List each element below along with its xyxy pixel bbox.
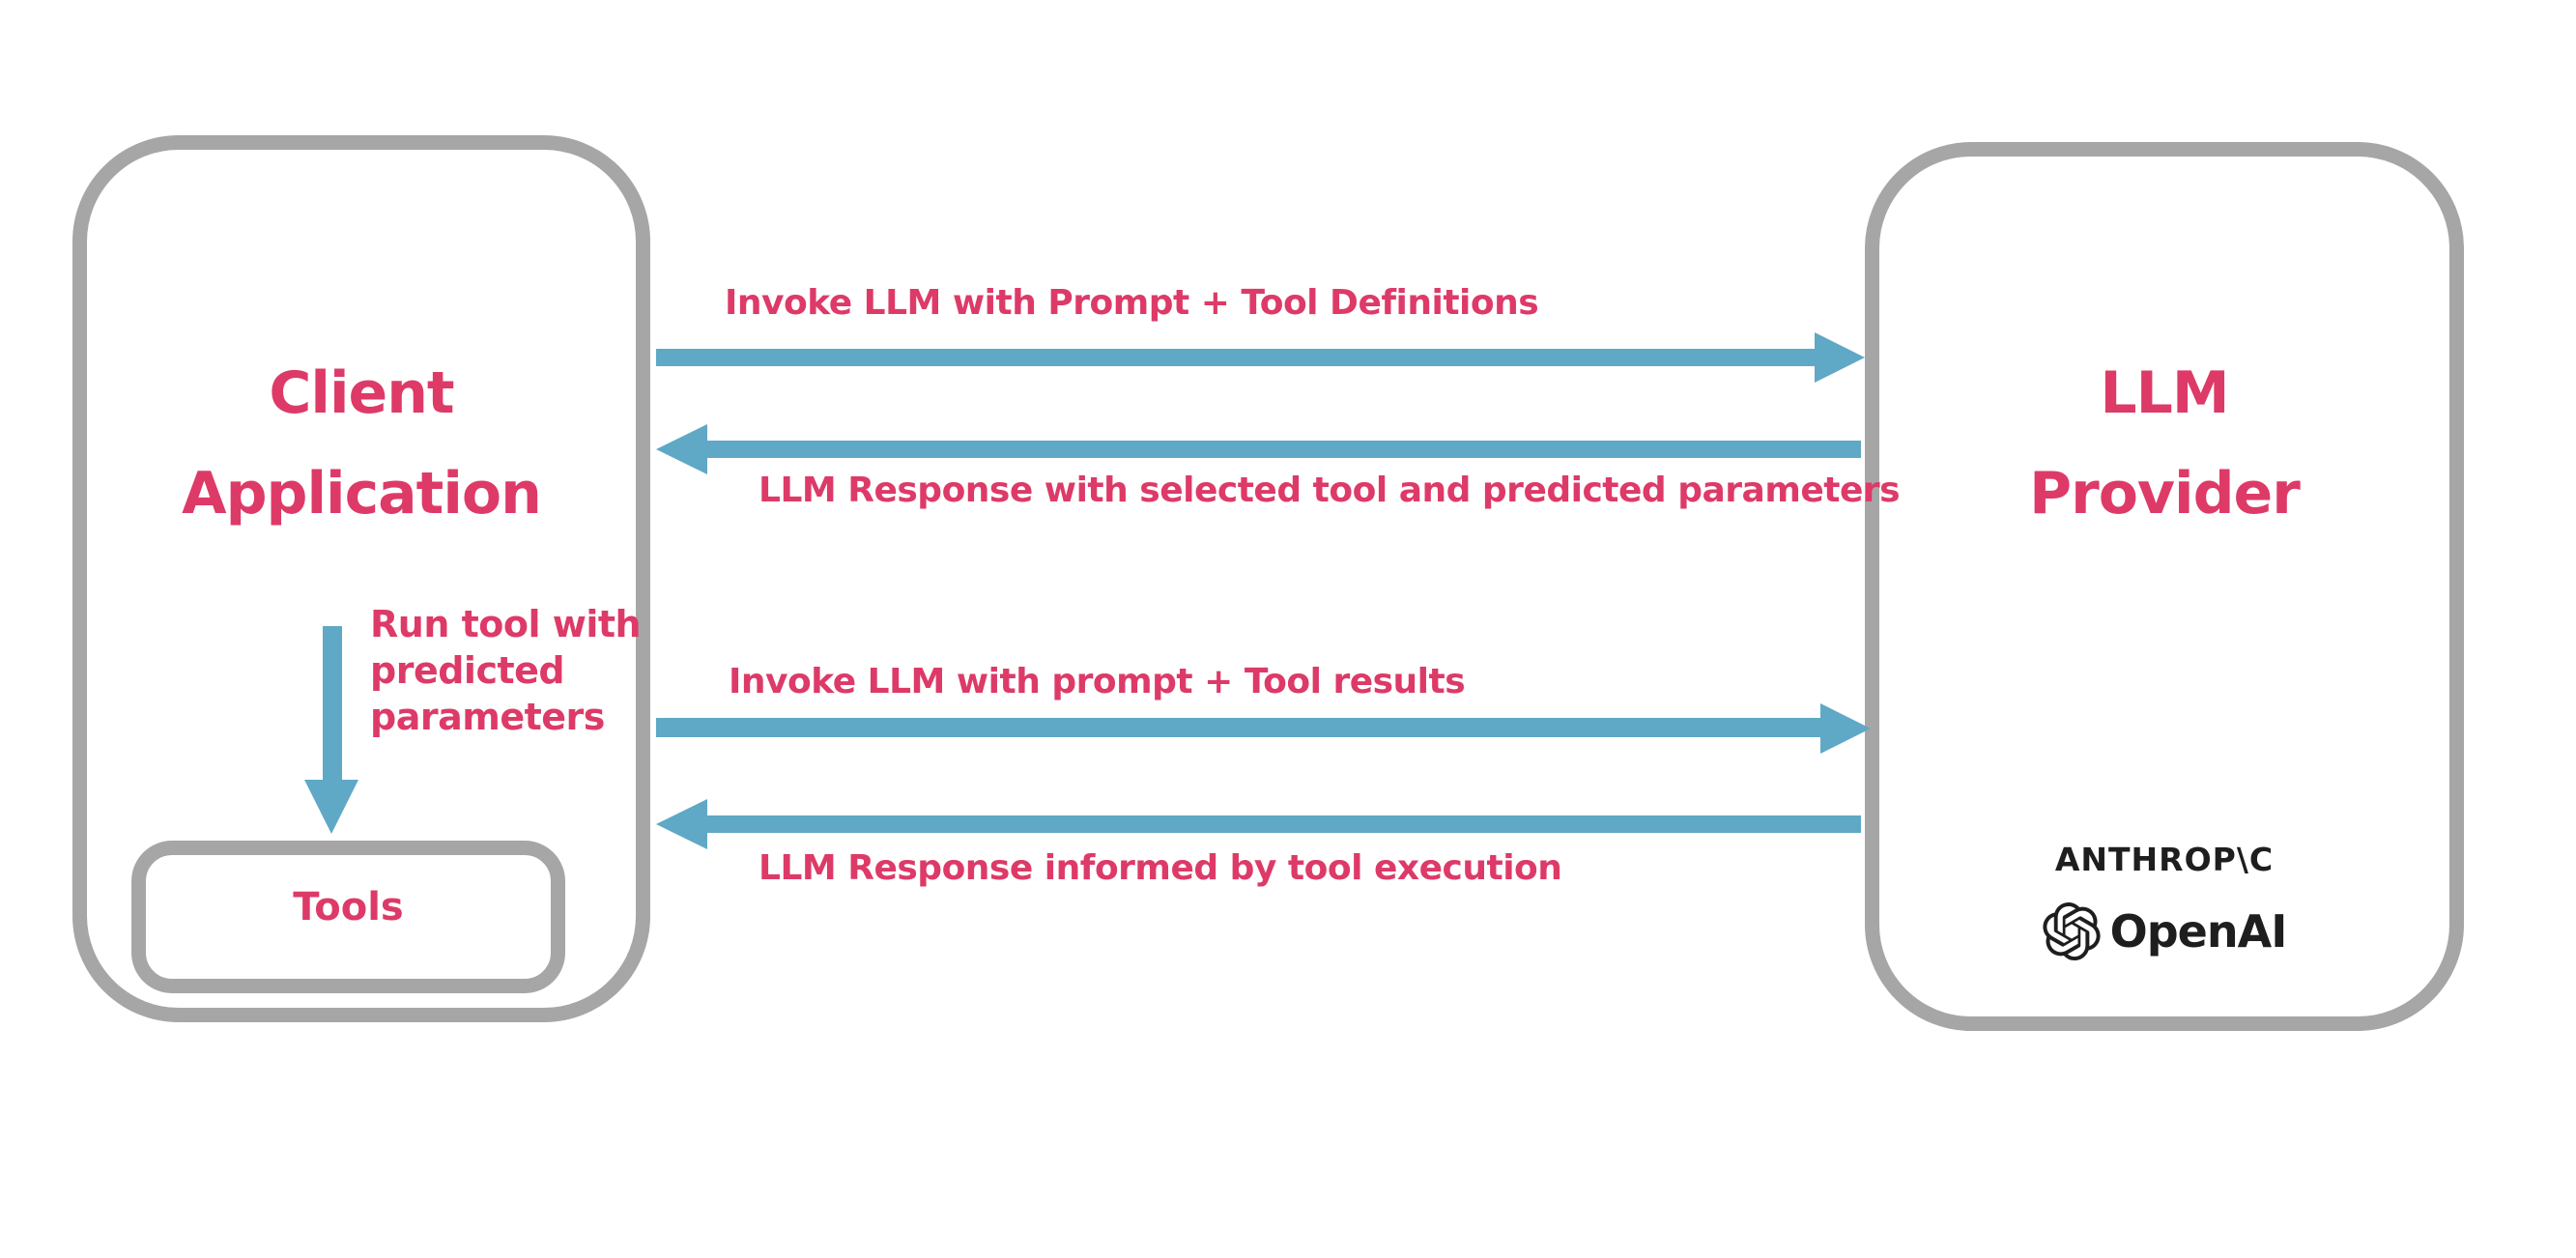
run-tool-arrow-shaft (323, 626, 342, 780)
llm-provider-box: LLM Provider ANTHROP\C OpenAI (1865, 142, 2464, 1031)
openai-wordmark: OpenAI (2109, 905, 2288, 958)
openai-logo-icon (2043, 902, 2101, 960)
client-box-title: Client Application (87, 343, 636, 544)
arrow-label-response-selected: LLM Response with selected tool and pred… (758, 471, 1901, 510)
run-tool-arrow-head-icon (304, 780, 358, 834)
run-tool-label-line-1: Run tool with (370, 603, 642, 645)
arrow-response-selected-head-icon (656, 424, 707, 474)
arrow-invoke-results-head-icon (1820, 703, 1871, 754)
run-tool-label-line-3: parameters (370, 696, 605, 738)
arrow-response-informed-head-icon (656, 799, 707, 849)
client-title-line-1: Client (269, 359, 454, 427)
arrow-response-selected-shaft (707, 441, 1861, 458)
arrow-label-response-informed: LLM Response informed by tool execution (758, 848, 1562, 888)
provider-box-title: LLM Provider (1879, 343, 2449, 544)
arrow-invoke-definitions-head-icon (1815, 332, 1865, 383)
arrow-invoke-definitions-shaft (656, 349, 1815, 366)
client-title-line-2: Application (182, 460, 542, 528)
arrow-label-invoke-results: Invoke LLM with prompt + Tool results (729, 662, 1466, 701)
openai-logo: OpenAI (1879, 902, 2449, 960)
tools-label: Tools (293, 885, 404, 929)
tools-box: Tools (131, 841, 565, 993)
provider-title-line-1: LLM (2100, 359, 2229, 427)
run-tool-label-line-2: predicted (370, 649, 565, 692)
arrow-invoke-results-shaft (656, 718, 1820, 737)
run-tool-label: Run tool with predicted parameters (370, 601, 642, 740)
arrow-response-informed-shaft (707, 815, 1861, 833)
arrow-label-invoke-definitions: Invoke LLM with Prompt + Tool Definition… (725, 283, 1539, 323)
provider-title-line-2: Provider (2029, 460, 2301, 528)
client-application-box: Client Application Tools (72, 135, 650, 1022)
anthropic-logo: ANTHROP\C (2054, 841, 2275, 878)
